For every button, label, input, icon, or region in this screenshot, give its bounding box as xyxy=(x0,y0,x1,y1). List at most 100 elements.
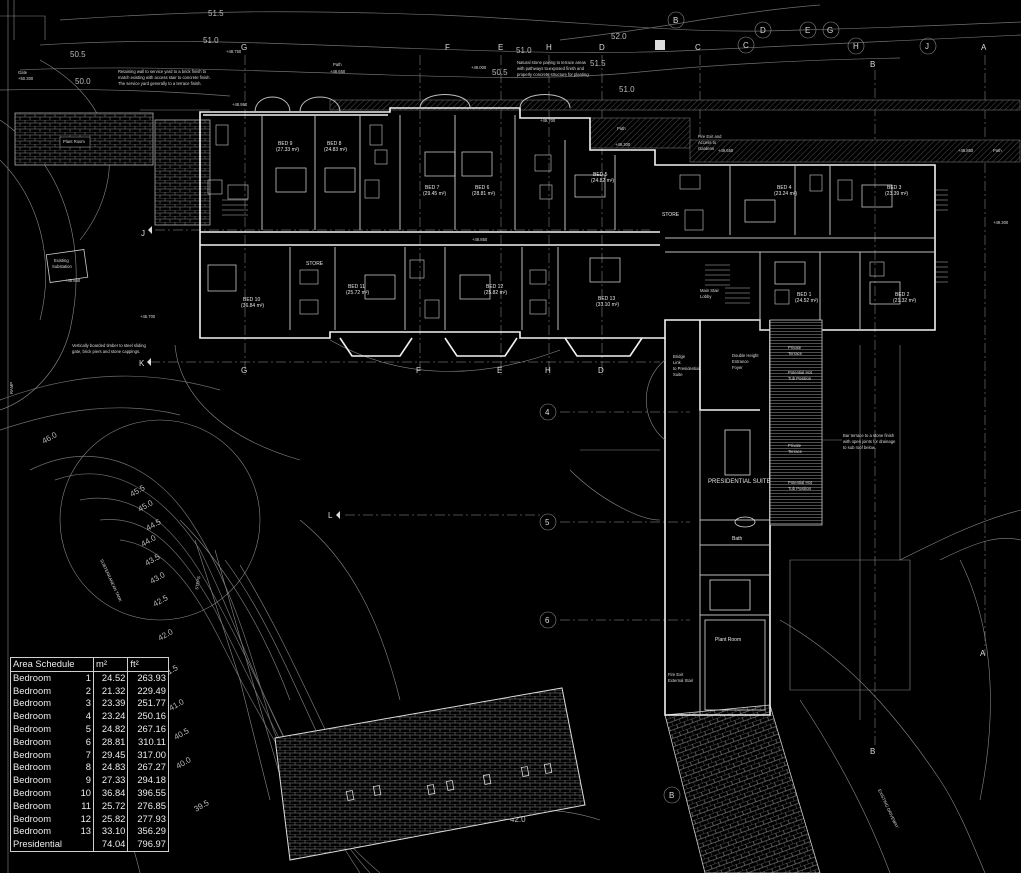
schedule-room-name: Bedroom xyxy=(13,710,52,722)
schedule-room-name: Presidential xyxy=(13,838,62,850)
annotation: with pathways to exposed finish and xyxy=(517,66,585,71)
grid-label: J xyxy=(141,229,145,238)
grid-label: 4 xyxy=(545,408,550,417)
grid-label: E xyxy=(498,43,503,52)
schedule-area-ft2: 229.49 xyxy=(137,684,166,696)
grid-label: A xyxy=(981,43,987,52)
schedule-area-ft2: 317.00 xyxy=(137,748,166,760)
schedule-room-number: 7 xyxy=(75,748,95,762)
room-bath: Bath xyxy=(732,536,743,542)
level-marker: +48.850 xyxy=(472,237,488,242)
annotation: SUBTERRANEAN TANK xyxy=(99,558,123,602)
contour-label: 51.5 xyxy=(208,9,224,18)
annotation: gate, brick piers and stone cappings. xyxy=(72,349,140,354)
room-bed3: BED 3 xyxy=(887,185,902,191)
annotation: Terrace xyxy=(788,351,803,356)
annotation: Potential Hot xyxy=(788,370,813,375)
schedule-area-m2: 25.82 xyxy=(93,812,129,826)
contour-label: 46.0 xyxy=(41,430,59,446)
room-area: (23.24 m²) xyxy=(774,191,797,197)
annotation: properly concrete structure for planting xyxy=(517,72,589,77)
schedule-room-name: Bedroom xyxy=(13,774,52,786)
contour-label: 51.0 xyxy=(619,85,635,94)
annotation: Suite xyxy=(673,372,683,377)
annotation: Path xyxy=(617,126,626,131)
schedule-room-number: 6 xyxy=(75,735,95,749)
schedule-area-m2: 24.52 xyxy=(93,671,129,685)
annotation: Gardens xyxy=(698,146,714,151)
schedule-room-name: Bedroom xyxy=(13,735,52,747)
schedule-title: Area Schedule xyxy=(11,658,95,672)
contour-label: 50.5 xyxy=(70,50,86,59)
contour-label: 43.0 xyxy=(149,570,167,586)
grid-label: F xyxy=(445,43,450,52)
schedule-area-m2: 23.24 xyxy=(93,710,129,723)
schedule-area-ft2: 310.11 xyxy=(138,735,166,747)
grid-label: 6 xyxy=(545,616,550,625)
schedule-area-ft2: 263.93 xyxy=(137,671,166,683)
room-bed7: BED 7 xyxy=(425,185,440,191)
schedule-area-m2: 24.83 xyxy=(93,761,129,775)
level-marker: +46.650 xyxy=(65,278,81,283)
grid-label: G xyxy=(827,26,833,35)
room-presidential-suite: PRESIDENTIAL SUITE xyxy=(708,479,770,485)
grid-label: G xyxy=(241,43,247,52)
annotation: Tub Position xyxy=(788,486,812,491)
annotation: Retaining wall to service yard to a bric… xyxy=(118,69,207,74)
schedule-area-m2: 36.84 xyxy=(93,786,129,800)
level-marker: +48.950 xyxy=(232,102,248,107)
schedule-area-m2: 23.39 xyxy=(93,697,129,711)
annotation: Private xyxy=(788,443,802,448)
grid-label: B xyxy=(870,60,875,69)
substation-label: Substation xyxy=(52,264,72,269)
room-bed9: BED 9 xyxy=(278,141,293,147)
room-area: (27.33 m²) xyxy=(276,147,299,153)
grid-label: H xyxy=(853,42,859,51)
grid-label: L xyxy=(328,511,333,520)
room-bed8: BED 8 xyxy=(327,141,342,147)
annotation: Path xyxy=(993,148,1002,153)
schedule-area-ft2: 277.93 xyxy=(137,812,166,824)
schedule-area-m2: 25.72 xyxy=(93,799,129,813)
schedule-room-number xyxy=(75,838,95,851)
schedule-area-ft2: 251.77 xyxy=(137,697,166,709)
room-area: (24.82 m²) xyxy=(591,178,614,184)
contour-label: 40.0 xyxy=(175,755,193,771)
lower-building-roof xyxy=(274,687,586,861)
level-marker: +48.650 xyxy=(330,69,346,74)
grid-label: D xyxy=(760,26,766,35)
contour-label: 51.5 xyxy=(590,59,606,68)
grid-label: G xyxy=(241,366,247,375)
schedule-room-name: Bedroom xyxy=(13,697,52,709)
substation-label: Existing xyxy=(54,258,69,263)
annotation: Fire Exit xyxy=(668,672,684,677)
schedule-room-name: Bedroom xyxy=(13,748,52,760)
schedule-room-number: 11 xyxy=(75,799,95,813)
level-marker: +49.300 xyxy=(615,142,631,147)
room-area: (29.45 m²) xyxy=(423,191,446,197)
room-area: (24.52 m²) xyxy=(795,298,818,304)
schedule-area-m2: 24.82 xyxy=(93,722,129,736)
room-bed6: BED 6 xyxy=(475,185,490,191)
schedule-area-m2: 27.33 xyxy=(93,774,129,787)
substation xyxy=(45,249,89,283)
annotation: Foyer xyxy=(732,365,743,370)
annotation: Lobby xyxy=(700,294,712,299)
schedule-room-number: 4 xyxy=(75,710,95,723)
north-wing xyxy=(199,94,948,357)
room-store: STORE xyxy=(662,212,680,218)
level-marker: +48.750 xyxy=(226,49,242,54)
annotation: Path xyxy=(333,62,342,67)
annotation: Vertically boarded timber to steel slidi… xyxy=(72,343,146,348)
annotation: Main Stair xyxy=(700,288,719,293)
room-area: (33.10 m²) xyxy=(596,302,619,308)
structural-grid xyxy=(150,55,986,745)
level-marker: +49.300 xyxy=(993,220,1009,225)
room-bed4: BED 4 xyxy=(777,185,792,191)
